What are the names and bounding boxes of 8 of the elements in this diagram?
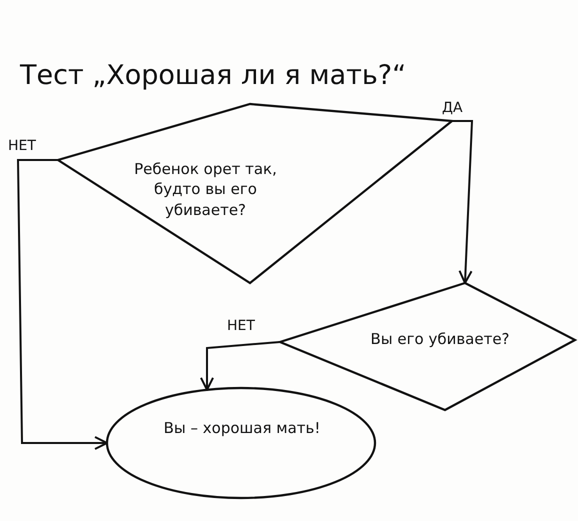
node-text: Вы его убиваете? (369, 329, 511, 350)
arrow (452, 120, 474, 284)
edge-label: ДА (440, 100, 465, 116)
title: Тест „Хорошая ли я мать?“ (20, 60, 406, 91)
arrow (200, 341, 280, 391)
node-text: Вы – хорошая мать! (162, 418, 322, 438)
node-text: Ребенок орет так, будто вы его убиваете? (133, 159, 278, 220)
arrow (16, 159, 108, 450)
